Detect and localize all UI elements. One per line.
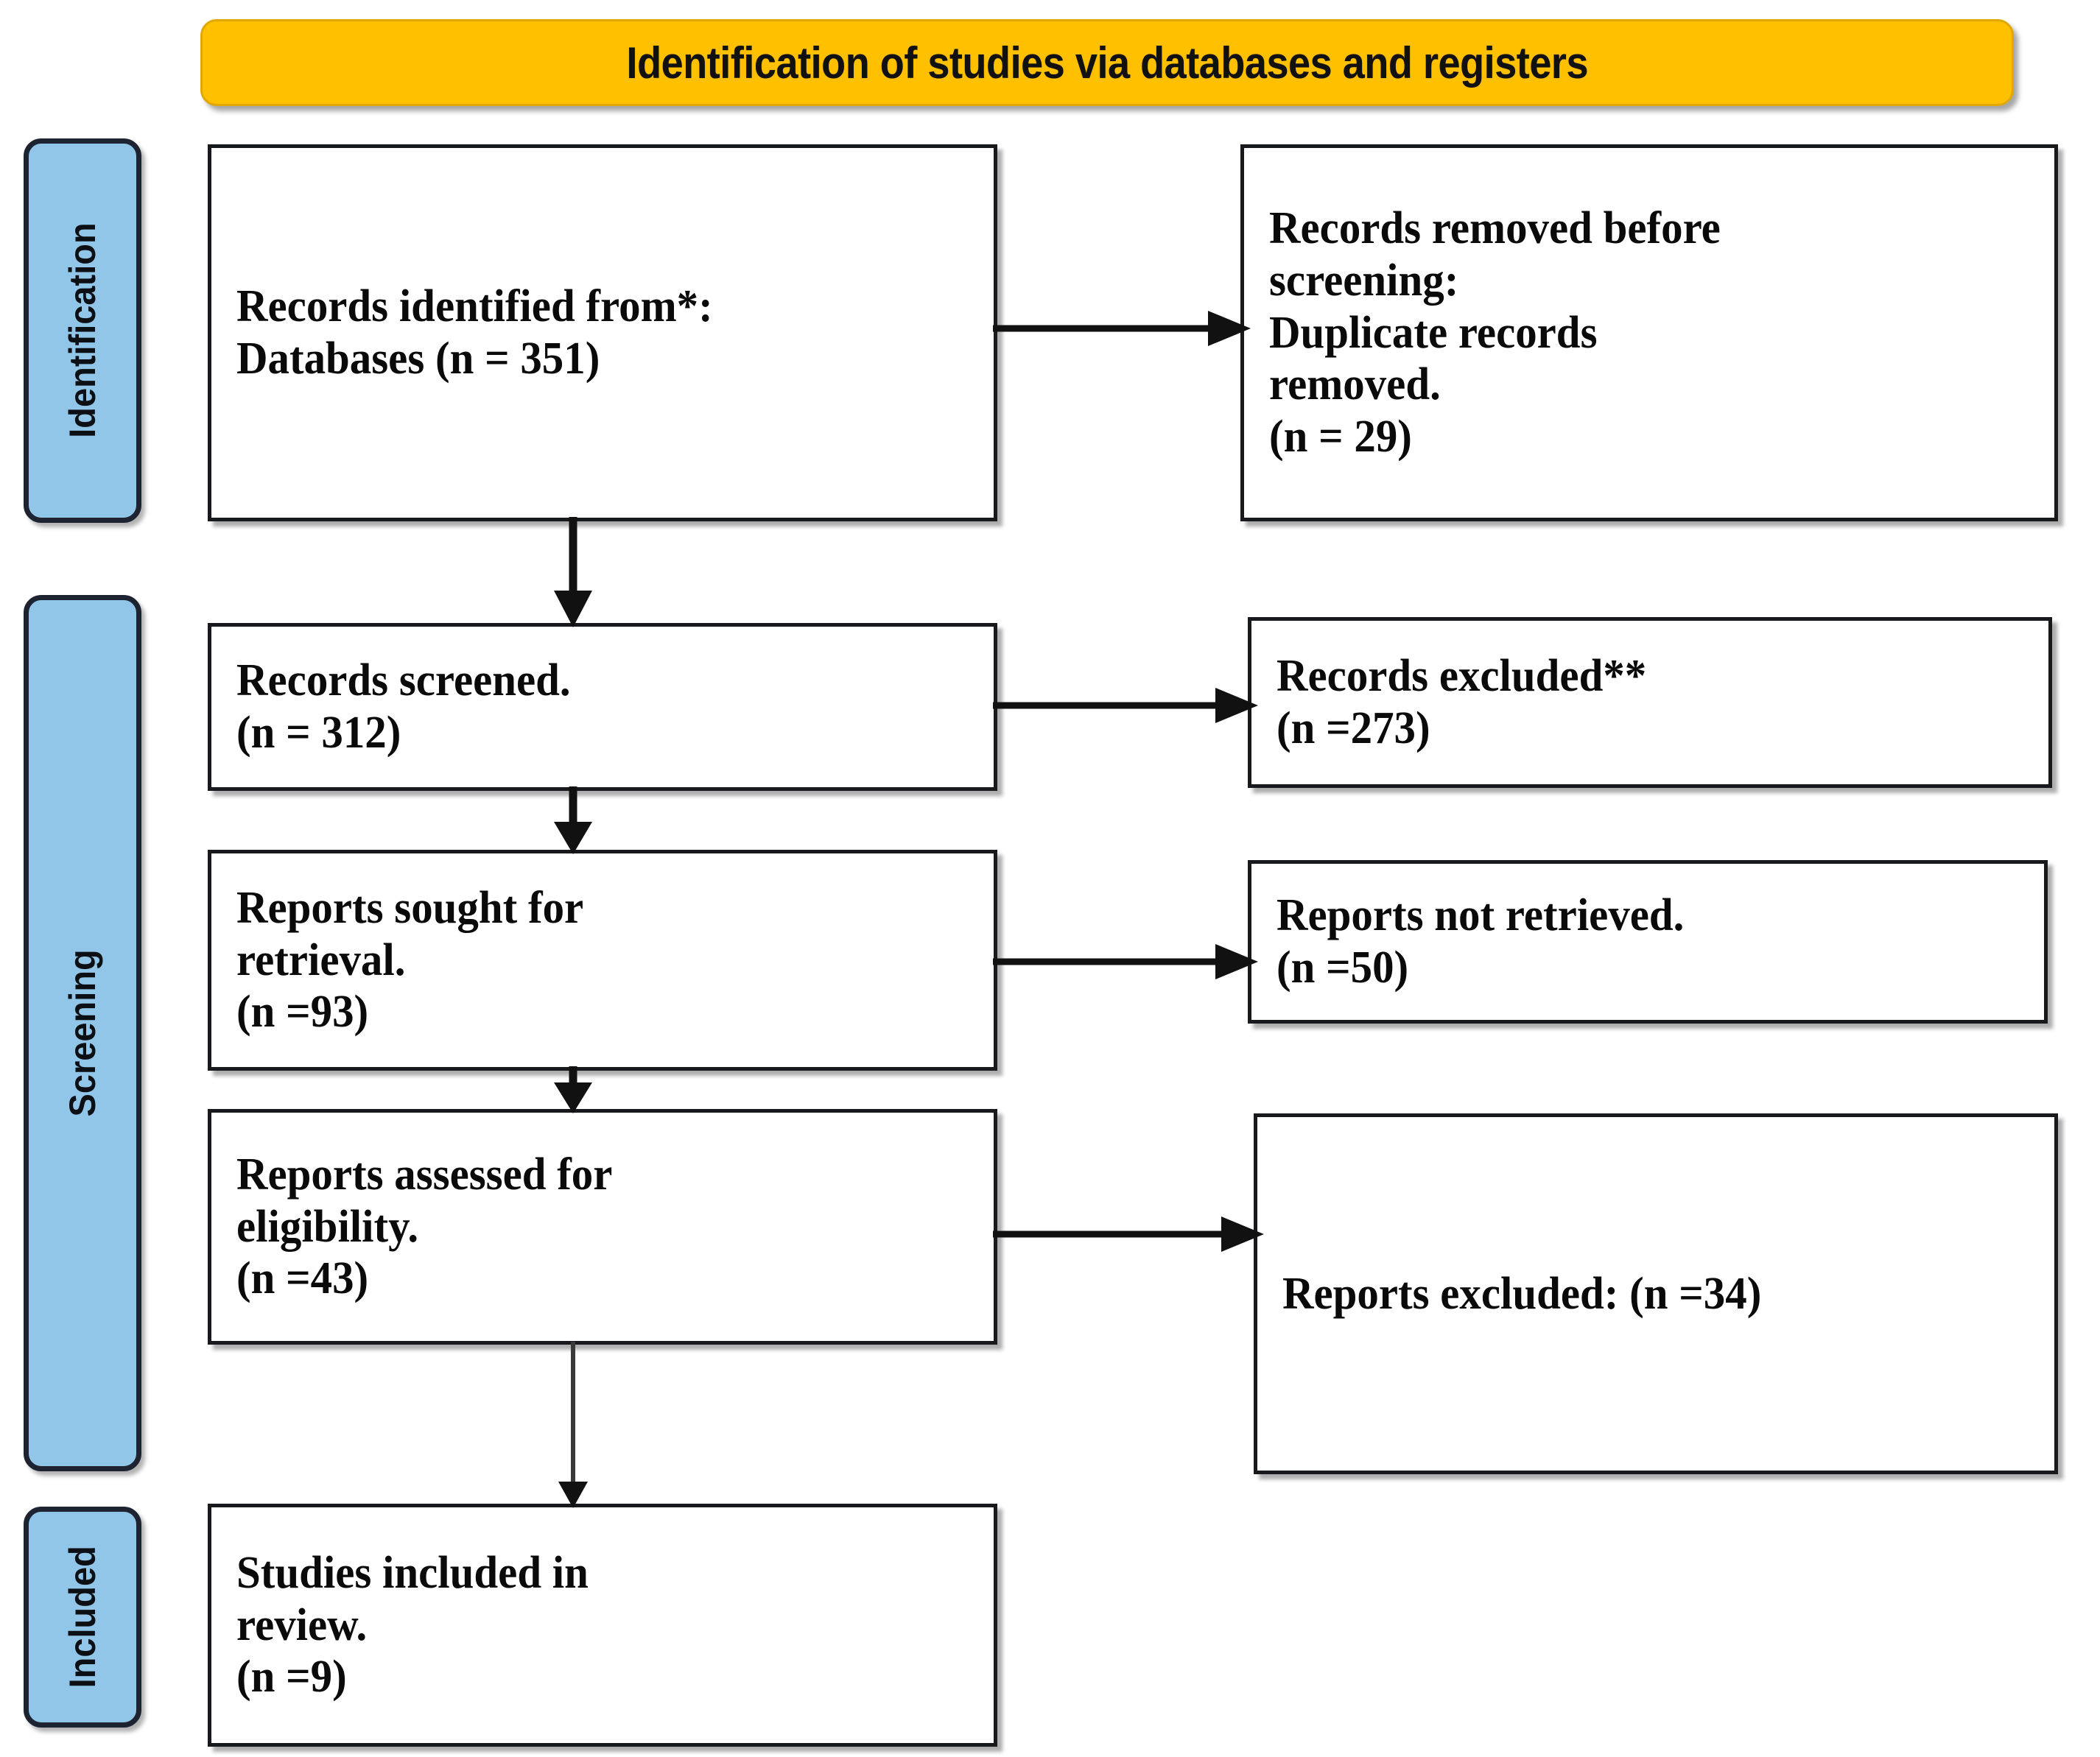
phase-label-screening: Screening	[62, 949, 103, 1117]
box-line: Reports sought for	[236, 882, 584, 933]
arrow-screened-to-records-excluded	[993, 683, 1258, 728]
box-records-screened: Records screened. (n = 312)	[208, 623, 997, 791]
box-records-removed-before-screening: Records removed before screening: Duplic…	[1240, 144, 2058, 521]
box-line: (n = 29)	[1269, 412, 1412, 462]
box-line: Databases (n = 351)	[236, 334, 600, 384]
diagram-header-banner: Identification of studies via databases …	[200, 19, 2014, 106]
box-line: Studies included in	[236, 1547, 589, 1598]
arrow-identified-to-removed	[993, 306, 1251, 351]
arrow-screened-to-sought	[551, 786, 595, 854]
box-line: Reports assessed for	[236, 1149, 613, 1200]
box-line: Duplicate records	[1269, 307, 1598, 358]
arrow-assessed-to-included	[554, 1342, 592, 1508]
phase-bar-identification: Identification	[24, 138, 141, 523]
box-line: Records screened.	[236, 655, 571, 706]
phase-bar-included: Included	[24, 1507, 141, 1728]
diagram-title: Identification of studies via databases …	[626, 38, 1588, 88]
box-line: Records removed before	[1269, 203, 1721, 254]
box-line: (n =9)	[236, 1652, 347, 1703]
box-line: (n =273)	[1276, 703, 1430, 753]
box-studies-included-in-review: Studies included in review. (n =9)	[208, 1504, 997, 1747]
box-line: Reports excluded: (n =34)	[1282, 1268, 1762, 1319]
box-line: (n = 312)	[236, 708, 401, 758]
phase-bar-screening: Screening	[24, 595, 141, 1471]
box-line: eligibility.	[236, 1201, 419, 1252]
box-line: (n =93)	[236, 987, 369, 1038]
phase-label-included: Included	[62, 1546, 103, 1689]
box-line: (n =50)	[1276, 943, 1409, 993]
box-records-excluded: Records excluded** (n =273)	[1248, 617, 2052, 788]
box-reports-sought-for-retrieval: Reports sought for retrieval. (n =93)	[208, 850, 997, 1071]
box-reports-excluded: Reports excluded: (n =34)	[1254, 1113, 2058, 1474]
box-line: screening:	[1269, 255, 1459, 306]
box-line: removed.	[1269, 359, 1441, 410]
box-line: Reports not retrieved.	[1276, 890, 1685, 941]
box-line: Records identified from*:	[236, 281, 713, 332]
box-line: (n =43)	[236, 1253, 369, 1304]
arrow-sought-to-not-retrieved	[993, 940, 1258, 984]
box-reports-not-retrieved: Reports not retrieved. (n =50)	[1248, 860, 2048, 1024]
box-line: review.	[236, 1599, 368, 1650]
arrow-sought-to-assessed	[551, 1066, 595, 1113]
arrow-assessed-to-reports-excluded	[993, 1212, 1264, 1256]
box-line: retrieval.	[236, 934, 406, 985]
arrow-identified-to-screened	[551, 517, 595, 627]
phase-label-identification: Identification	[62, 222, 103, 439]
box-line: Records excluded**	[1276, 651, 1647, 702]
box-records-identified: Records identified from*: Databases (n =…	[208, 144, 997, 521]
box-reports-assessed-for-eligibility: Reports assessed for eligibility. (n =43…	[208, 1109, 997, 1345]
